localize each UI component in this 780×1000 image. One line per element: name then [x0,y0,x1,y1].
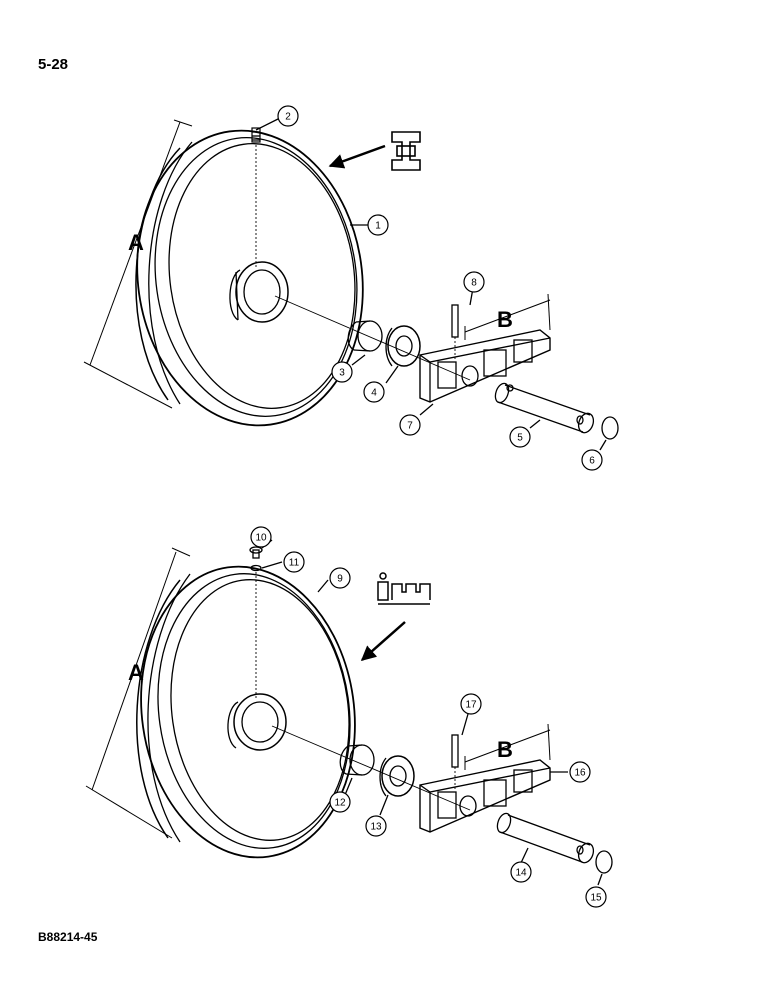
callout-label: 10 [255,533,267,544]
callout-label: 2 [285,112,291,123]
callout-label: 1 [375,221,381,232]
view-arrow-upper [328,144,386,169]
setscrew-upper [251,127,261,268]
callout-circle [363,381,385,403]
callout-lower_assembly-9: 9 [329,567,351,589]
callout-label: 9 [337,574,343,585]
callout-lower_assembly-16: 16 [569,761,591,783]
callout-upper_assembly-5: 5 [509,426,531,448]
dimension-b-lower: B [464,723,551,770]
callout-circle [329,567,351,589]
callout-circle [581,449,603,471]
dimension-a-lower: A [85,547,191,839]
dimension-a-label-lower: A [128,660,144,685]
bolt-lower [249,546,263,559]
callout-label: 15 [590,893,602,904]
callout-upper_assembly-1: 1 [367,214,389,236]
idler-wheel-lower [136,565,356,859]
lower-assembly: A [85,539,613,886]
callout-upper_assembly-8: 8 [463,271,485,293]
washer-lower [250,564,262,572]
callout-label: 17 [465,700,477,711]
axis-line-upper [274,295,471,381]
callout-lower_assembly-15: 15 [585,886,607,908]
dimension-a-label-upper: A [128,230,144,255]
snap-ring-upper [601,416,619,440]
bracket-upper [419,329,551,403]
callout-label: 7 [407,421,413,432]
roll-pin-upper [451,304,459,360]
callout-label: 3 [339,368,345,379]
bracket-lower [419,759,551,833]
callout-label: 8 [471,278,477,289]
callout-label: 16 [574,768,586,779]
callout-circle [509,426,531,448]
callout-lower_assembly-17: 17 [460,693,482,715]
axis-line-lower [271,725,471,811]
callout-label: 5 [517,433,523,444]
callout-lower_assembly-13: 13 [365,815,387,837]
callout-label: 12 [334,798,346,809]
callout-label: 13 [370,822,382,833]
callout-label: 6 [589,456,595,467]
callout-circle [510,861,532,883]
callout-circle [331,361,353,383]
callout-upper_assembly-3: 3 [331,361,353,383]
callout-lower_assembly-14: 14 [510,861,532,883]
callout-circle [329,791,351,813]
callout-label: 4 [371,388,377,399]
dimension-a-upper: A [83,119,193,409]
callout-upper_assembly-2: 2 [277,105,299,127]
page-number: 5-28 [38,56,69,73]
seal-lower [379,755,415,797]
callout-label: 14 [515,868,527,879]
callout-circle [250,526,272,548]
callout-circle [585,886,607,908]
callout-upper_assembly-6: 6 [581,449,603,471]
track-shoe-symbol-lower [377,572,431,605]
callout-circle [283,551,305,573]
snap-ring-lower [595,850,613,874]
bushing-upper [347,320,383,352]
bushing-lower [339,744,375,776]
track-link-symbol-upper [391,131,421,171]
callout-circle [367,214,389,236]
dimension-b-label-lower: B [497,737,513,762]
callout-label: 11 [289,558,300,569]
roll-pin-lower [451,734,459,790]
callout-upper_assembly-4: 4 [363,381,385,403]
figure-code: B88214-45 [38,930,98,944]
shaft-upper [494,382,595,434]
callout-circle [569,761,591,783]
callout-lower_assembly-12: 12 [329,791,351,813]
dimension-b-upper: B [464,293,551,340]
callout-circle [277,105,299,127]
callout-circle [399,414,421,436]
shaft-lower [496,812,595,864]
dimension-b-label-upper: B [497,307,513,332]
callout-circle [460,693,482,715]
callout-circle [463,271,485,293]
view-arrow-lower [360,621,406,661]
callout-upper_assembly-7: 7 [399,414,421,436]
callout-circle [365,815,387,837]
upper-assembly: A [83,117,619,451]
callout-lower_assembly-10: 10 [250,526,272,548]
callout-lower_assembly-11: 11 [283,551,305,573]
idler-wheel-upper [135,129,364,427]
seal-upper [385,325,421,367]
